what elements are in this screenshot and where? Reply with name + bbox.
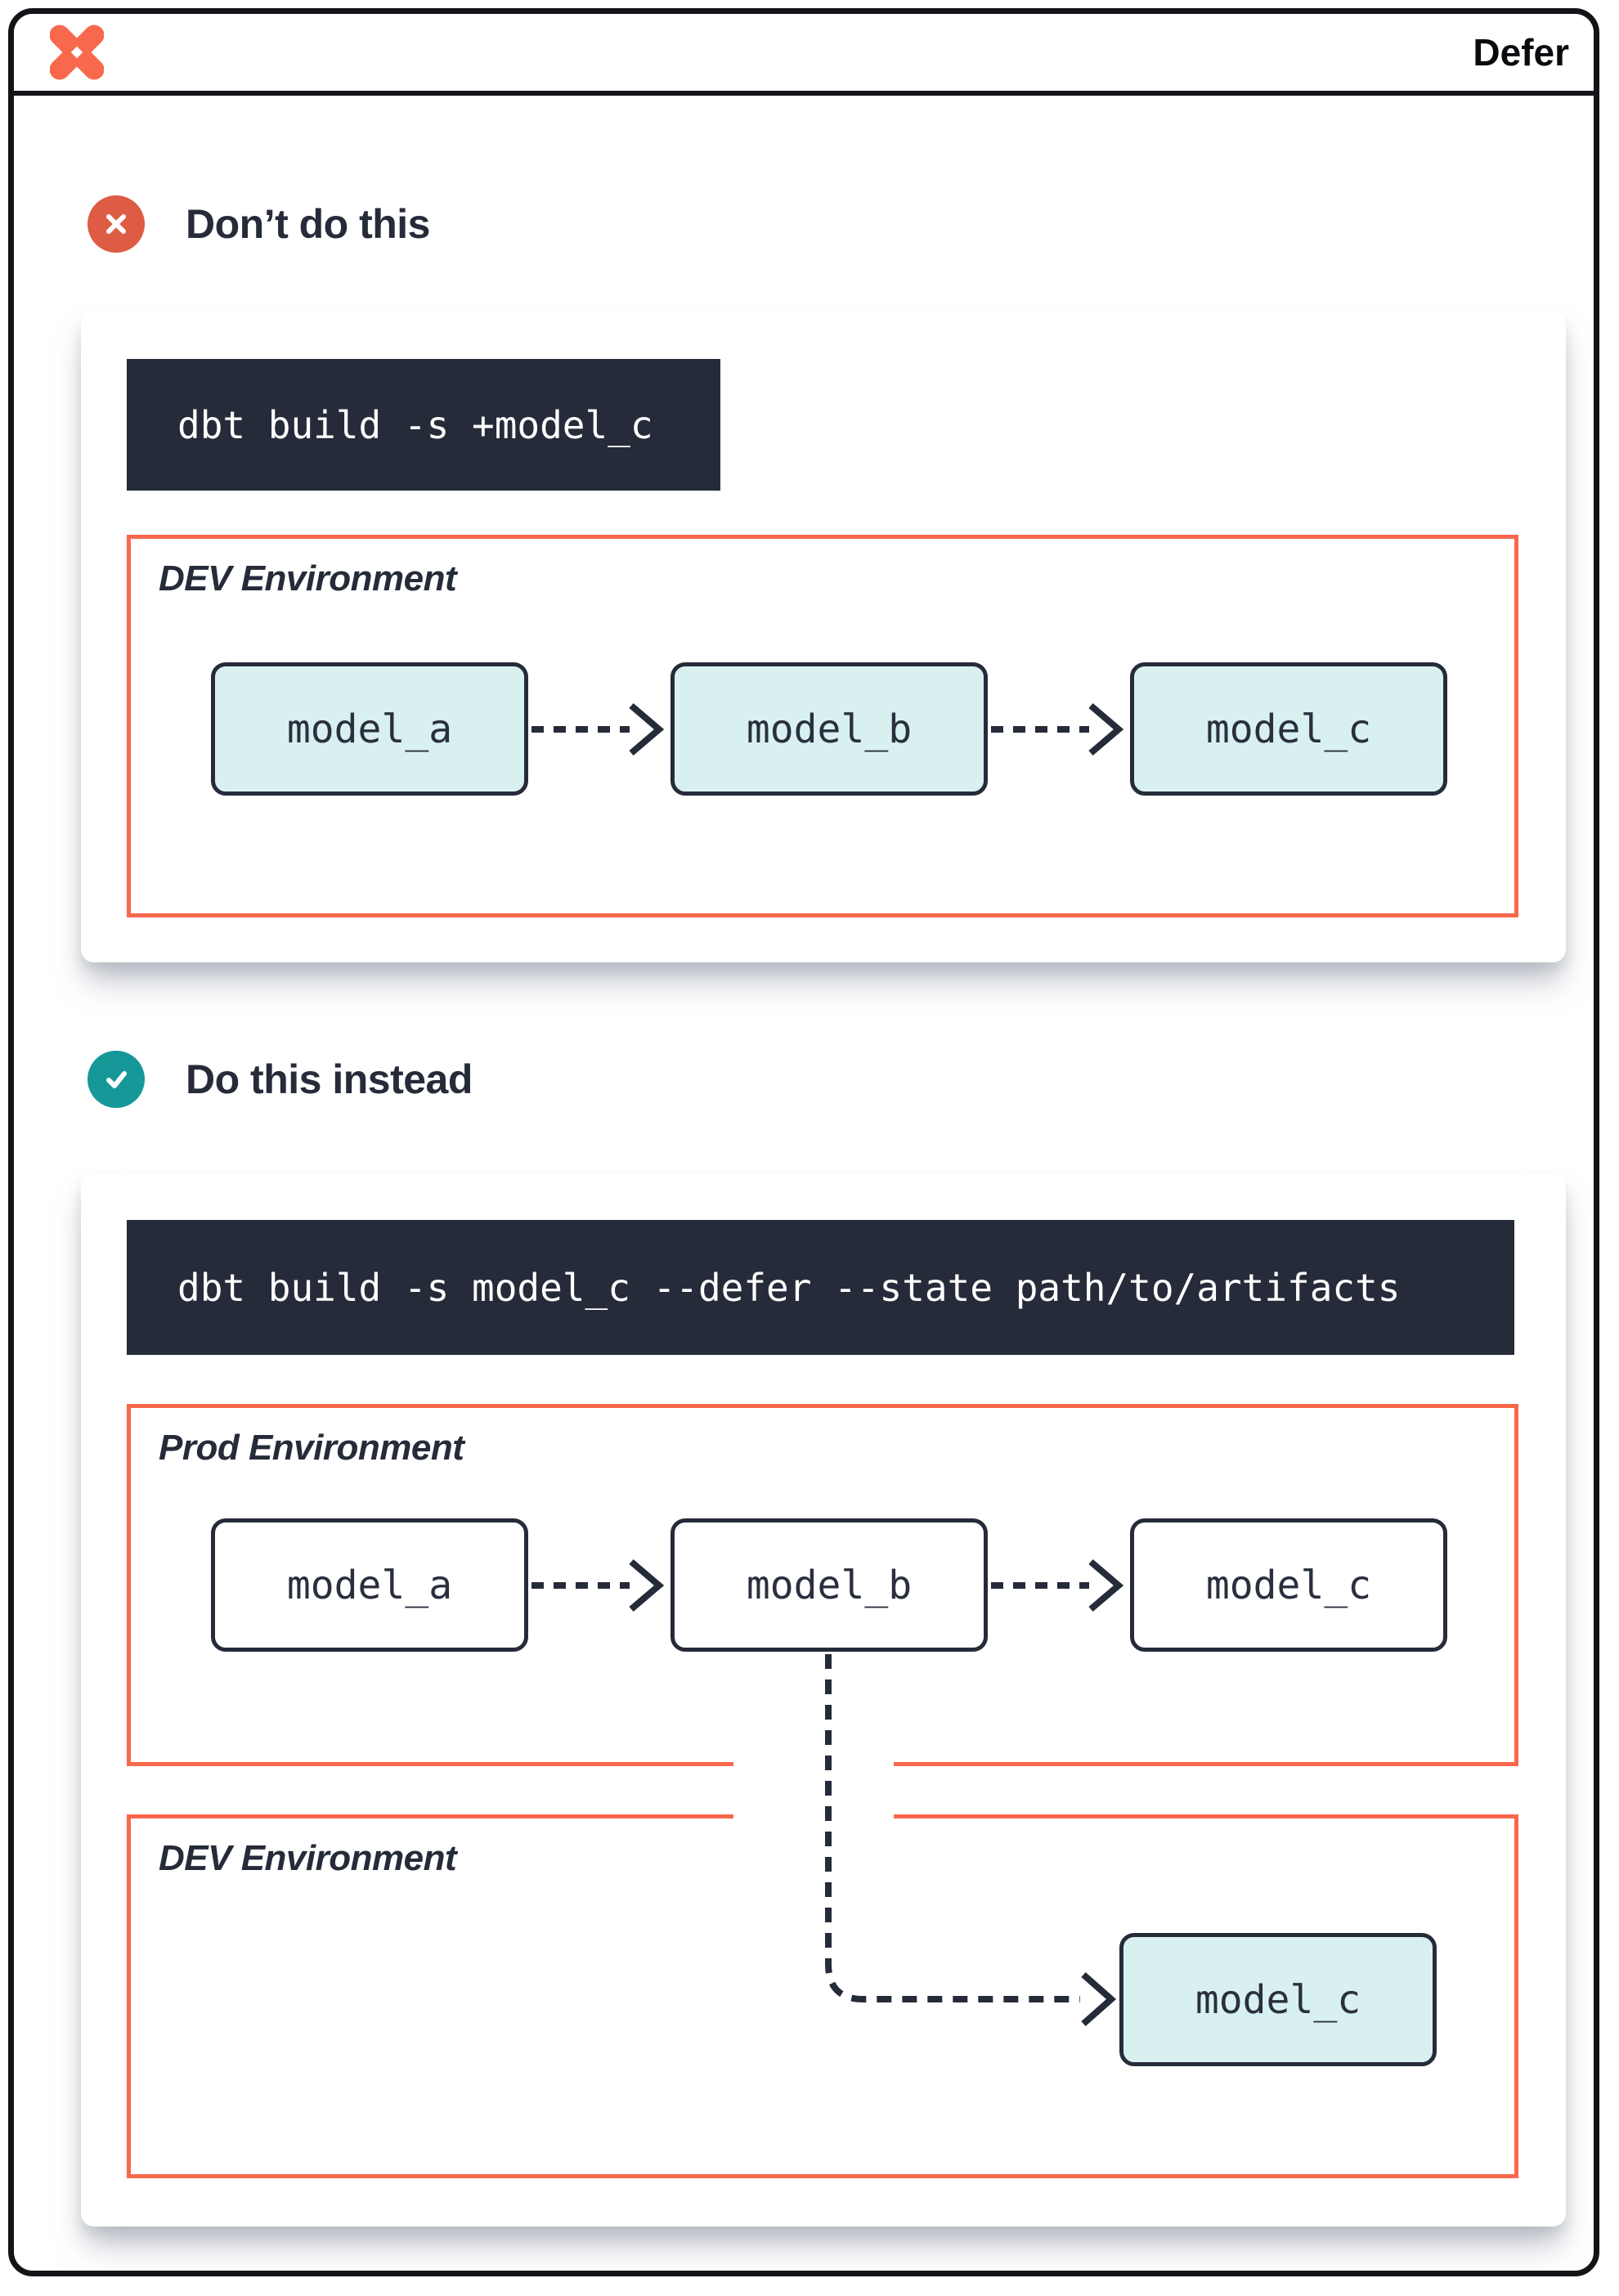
check-circle-icon xyxy=(87,1051,145,1108)
do-heading: Do this instead xyxy=(186,1056,473,1102)
do-command-text: dbt build -s model_c --defer --state pat… xyxy=(177,1265,1401,1310)
model-node: model_a xyxy=(211,1518,528,1652)
dev-environment-box-2: DEV Environment model_c xyxy=(127,1814,1518,2178)
dashed-arrow-icon xyxy=(531,1558,665,1612)
x-circle-icon xyxy=(87,195,145,253)
dont-code-block: dbt build -s +model_c xyxy=(127,359,720,491)
dont-heading: Don’t do this xyxy=(186,201,431,247)
do-section-header: Do this instead xyxy=(87,1051,473,1108)
page-title: Defer xyxy=(1473,31,1569,74)
border-gap-mask xyxy=(733,1758,894,1771)
dashed-arrow-icon xyxy=(991,702,1124,756)
model-node: model_c xyxy=(1119,1933,1437,2066)
dont-section-header: Don’t do this xyxy=(87,195,431,253)
model-node: model_b xyxy=(670,662,988,796)
dashed-arrow-icon xyxy=(531,702,665,756)
app-window: Defer Don’t do this dbt build -s +model_… xyxy=(8,8,1599,2276)
border-gap-mask xyxy=(733,1812,894,1825)
model-node: model_b xyxy=(670,1518,988,1652)
dont-card: dbt build -s +model_c DEV Environment mo… xyxy=(81,311,1566,962)
dashed-arrow-icon xyxy=(991,1558,1124,1612)
title-bar: Defer xyxy=(14,14,1594,96)
model-node: model_c xyxy=(1130,1518,1447,1652)
dbt-logo-icon xyxy=(50,25,104,80)
do-card: dbt build -s model_c --defer --state pat… xyxy=(81,1173,1566,2226)
model-node: model_a xyxy=(211,662,528,796)
env-label: DEV Environment xyxy=(159,1838,457,1878)
dev-environment-box-1: DEV Environment model_a model_b model_c xyxy=(127,535,1518,917)
dont-command-text: dbt build -s +model_c xyxy=(177,402,653,447)
model-node: model_c xyxy=(1130,662,1447,796)
do-code-block: dbt build -s model_c --defer --state pat… xyxy=(127,1220,1514,1355)
prod-environment-box: Prod Environment model_a model_b model_c xyxy=(127,1404,1518,1766)
env-label: Prod Environment xyxy=(159,1428,464,1468)
env-label: DEV Environment xyxy=(159,558,457,599)
